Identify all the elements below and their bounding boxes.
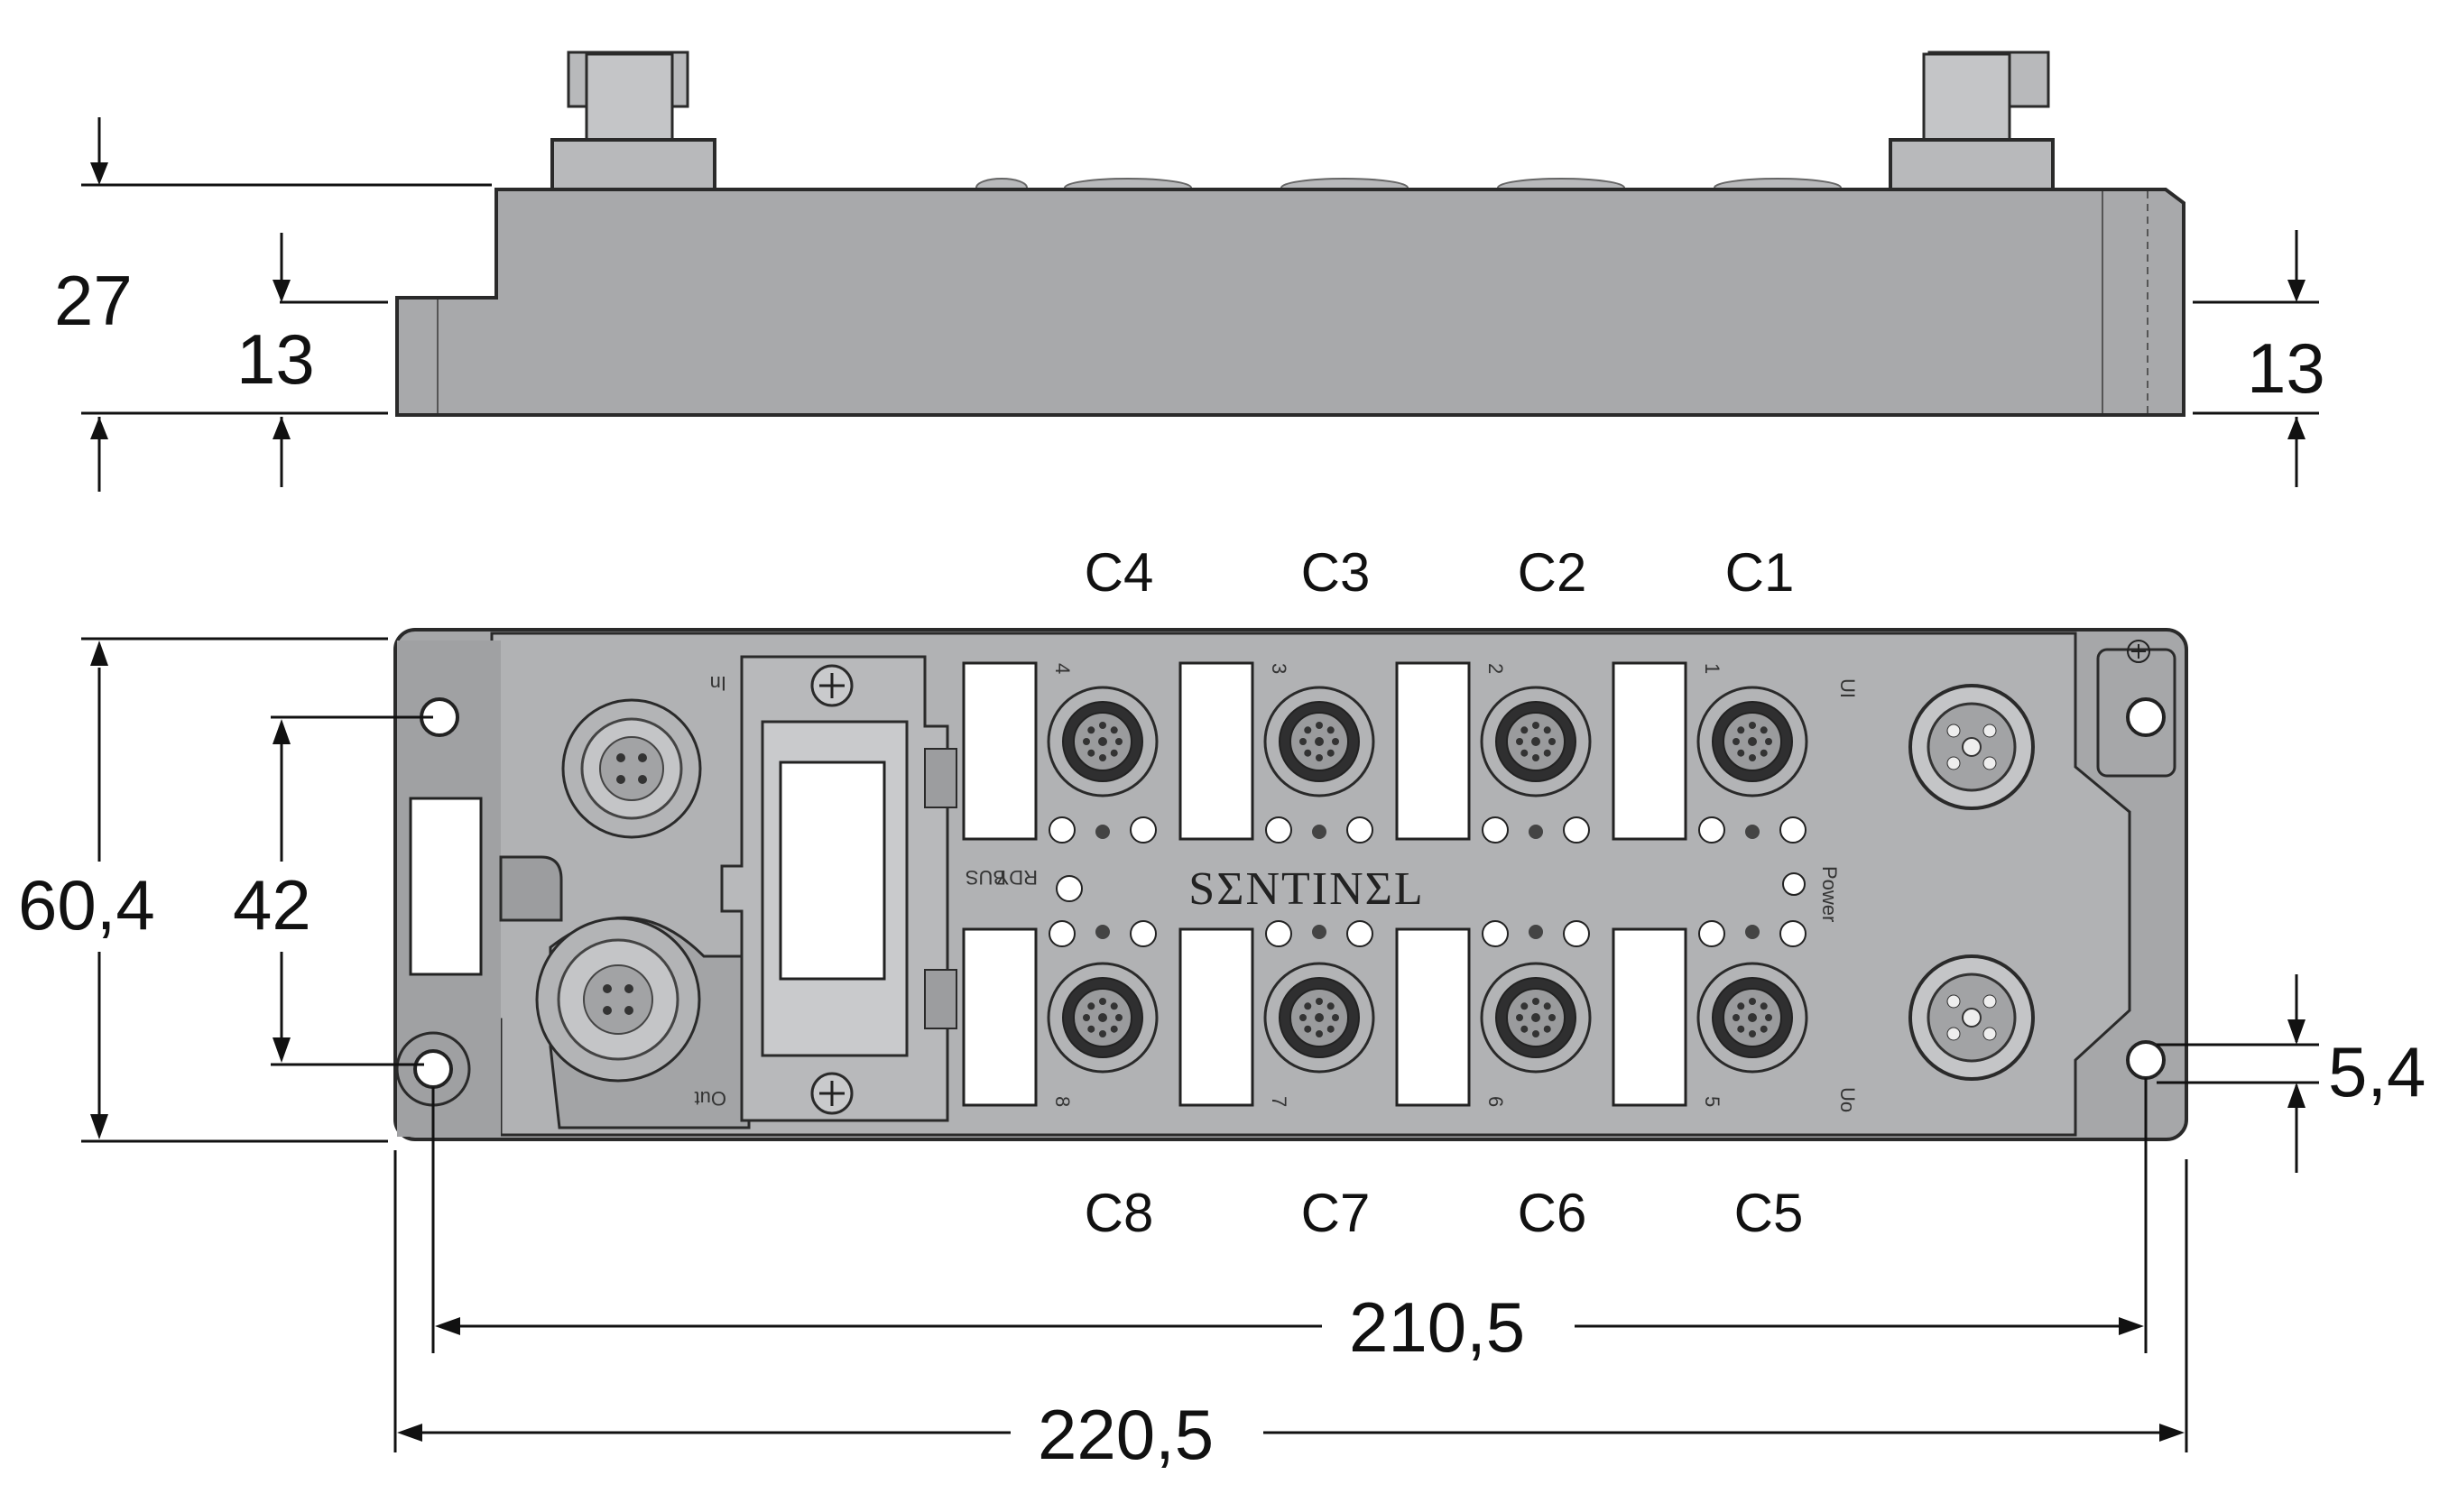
channel-label-window-bottom [1395, 927, 1471, 1107]
channel-label-window-bottom [1612, 927, 1687, 1107]
label-in: In [710, 672, 726, 695]
port-number-bottom: 8 [1051, 1096, 1074, 1107]
port-number-top: 3 [1268, 663, 1290, 674]
status-led [1130, 920, 1157, 947]
status-led [1346, 920, 1373, 947]
status-led-icon [1312, 925, 1326, 939]
status-led [1265, 920, 1292, 947]
channel-label-window-bottom [1178, 927, 1254, 1107]
channel-label-window-top [962, 661, 1038, 841]
mount-hole-bottom-left [413, 1049, 453, 1089]
port-number-top: 1 [1701, 663, 1723, 674]
status-led [1482, 920, 1509, 947]
channel-label-c5: C5 [1734, 1183, 1804, 1243]
status-led-icon [1529, 825, 1543, 839]
channel-label-window-top [1395, 661, 1471, 841]
brand-logo: SΣNTINΣL [1188, 863, 1424, 915]
label-bus: BUS [966, 866, 1006, 889]
status-led [1779, 920, 1807, 947]
port-number-bottom: 5 [1701, 1096, 1723, 1107]
status-led [1698, 816, 1725, 844]
label-rdy: RDY [995, 866, 1038, 889]
channel-labels: C4 C3 C2 C1 C8 C7 C6 C5 [1085, 542, 1804, 1243]
port-number-bottom: 6 [1484, 1096, 1507, 1107]
port-number-top: 2 [1484, 663, 1507, 674]
status-led [1346, 816, 1373, 844]
label-uo: Uo [1836, 1087, 1859, 1112]
channel-label-window-bottom [962, 927, 1038, 1107]
channel-label-c7: C7 [1301, 1183, 1371, 1243]
status-led [1130, 816, 1157, 844]
ground-icon [2127, 640, 2150, 663]
front-view: In Out RDY BUS SΣNTINΣL Power UI Uo [393, 628, 2188, 1141]
channel-label-c4: C4 [1085, 542, 1154, 603]
status-led-icon [1529, 925, 1543, 939]
status-led-icon [1745, 925, 1760, 939]
label-ui: UI [1836, 678, 1859, 698]
channel-label-window-top [1178, 661, 1254, 841]
io-channels: 4 8 3 7 2 6 1 5 [962, 661, 1808, 1107]
rdy-led [1056, 875, 1083, 902]
status-led [1049, 920, 1076, 947]
status-led [1265, 816, 1292, 844]
label-power: Power [1818, 866, 1841, 922]
channel-label-c3: C3 [1301, 542, 1371, 603]
channel-label-c8: C8 [1085, 1183, 1154, 1243]
dim-total-width: 220,5 [1038, 1395, 1214, 1474]
channel-label-c2: C2 [1518, 542, 1587, 603]
status-led [1779, 816, 1807, 844]
status-led [1049, 816, 1076, 844]
side-view-dimensions: 27 13 13 [54, 117, 2325, 492]
label-out: Out [695, 1087, 726, 1110]
mount-hole-top-right [2126, 697, 2166, 737]
side-view [395, 51, 2185, 417]
status-led-icon [1312, 825, 1326, 839]
display-window [779, 761, 886, 981]
channel-label-c1: C1 [1725, 542, 1795, 603]
status-led [1563, 920, 1590, 947]
dim-hole-spacing-v: 42 [233, 865, 311, 945]
dim-hole-offset: 5,4 [2328, 1032, 2426, 1111]
status-led-icon [1095, 825, 1110, 839]
mount-hole-bottom-right [2126, 1040, 2166, 1080]
status-led [1698, 920, 1725, 947]
channel-label-c6: C6 [1518, 1183, 1587, 1243]
status-led-icon [1095, 925, 1110, 939]
channel-label-window-top [1612, 661, 1687, 841]
dim-left-step: 13 [236, 319, 315, 399]
dim-hole-spacing-h: 210,5 [1349, 1287, 1525, 1367]
status-led-icon [1745, 825, 1760, 839]
power-led [1782, 872, 1806, 896]
left-label-window [409, 797, 483, 976]
status-led [1563, 816, 1590, 844]
dim-height-total: 60,4 [18, 865, 155, 945]
status-led [1482, 816, 1509, 844]
dim-right-step: 13 [2247, 328, 2325, 408]
dim-total-height: 27 [54, 261, 133, 340]
port-number-bottom: 7 [1268, 1096, 1290, 1107]
front-view-dimensions: 60,4 42 5,4 210,5 220,5 [16, 637, 2426, 1474]
port-number-top: 4 [1051, 663, 1074, 674]
